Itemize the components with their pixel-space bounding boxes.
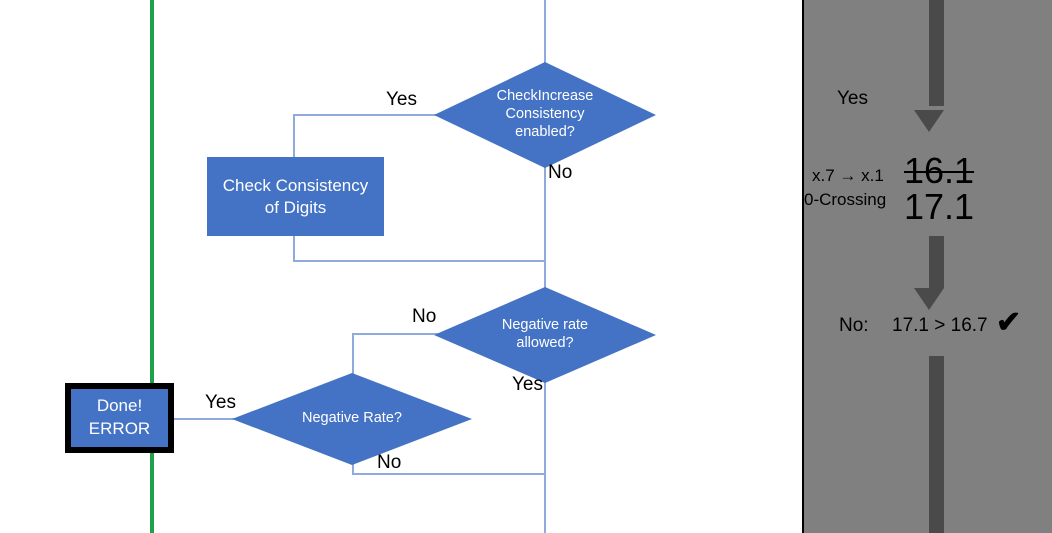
terminator-done-error-line1: Done!: [96, 396, 143, 416]
panel-arrow-3-shaft: [929, 356, 944, 533]
connector-negallowed-yes: [544, 381, 546, 533]
edge-label-negrate-yes: Yes: [205, 392, 236, 413]
decision-check-increase-consistency-enabled[interactable]: CheckIncrease Consistency enabled?: [434, 62, 656, 168]
checkmark-icon: ✔: [996, 306, 1022, 339]
green-divider-line: [150, 0, 154, 533]
panel-value-struck-16-1: 16.1: [904, 150, 975, 191]
process-check-consistency-of-digits[interactable]: Check Consistency of Digits: [207, 157, 384, 236]
panel-arrow-1-shaft: [929, 0, 944, 106]
panel-row-label-x7-to-x1: x.7 → x.1: [812, 166, 884, 185]
edge-label-negallowed-yes: Yes: [512, 374, 543, 395]
connector-negallowed-no-top: [352, 333, 438, 335]
edge-label-checkincrease-yes: Yes: [386, 89, 417, 110]
panel-arrow-1-head: [914, 110, 944, 132]
connector-checkincrease-yes-return: [293, 260, 546, 262]
decision-negative-rate-label: Negative Rate?: [302, 410, 402, 427]
edge-label-negallowed-no: No: [412, 306, 437, 327]
decision-negative-rate-allowed[interactable]: Negative rate allowed?: [434, 287, 656, 383]
decision-check-increase-label: CheckIncrease Consistency enabled?: [496, 88, 594, 140]
decision-negative-rate[interactable]: Negative Rate?: [232, 373, 472, 465]
panel-arrow-2-head: [914, 288, 944, 310]
connector-checkincrease-yes-top: [293, 114, 436, 116]
panel-arrow-2-shaft: [929, 236, 944, 288]
annotation-panel: Yes x.7 → x.1 0-Crossing 16.1 17.1 No: 1…: [802, 0, 1052, 533]
panel-row-label-zero-crossing: 0-Crossing: [804, 190, 887, 209]
panel-yes-label: Yes: [837, 88, 868, 109]
panel-value-current-17-1: 17.1: [904, 186, 975, 227]
panel-no-label: No:: [839, 315, 869, 336]
connector-spine-top: [544, 0, 546, 64]
terminator-done-error[interactable]: Done! ERROR: [65, 383, 174, 453]
edge-label-negrate-no: No: [377, 452, 402, 473]
edge-label-checkincrease-no: No: [548, 162, 573, 183]
decision-negative-rate-allowed-label: Negative rate allowed?: [501, 317, 589, 351]
connector-negrate-yes: [172, 418, 234, 420]
terminator-done-error-line2: ERROR: [88, 419, 151, 438]
panel-comparison-expression: 17.1 > 16.7: [892, 315, 988, 336]
connector-negrate-no: [352, 473, 546, 475]
connector-checkincrease-no: [544, 166, 546, 289]
process-check-consistency-label: Check Consistency of Digits: [222, 176, 369, 217]
